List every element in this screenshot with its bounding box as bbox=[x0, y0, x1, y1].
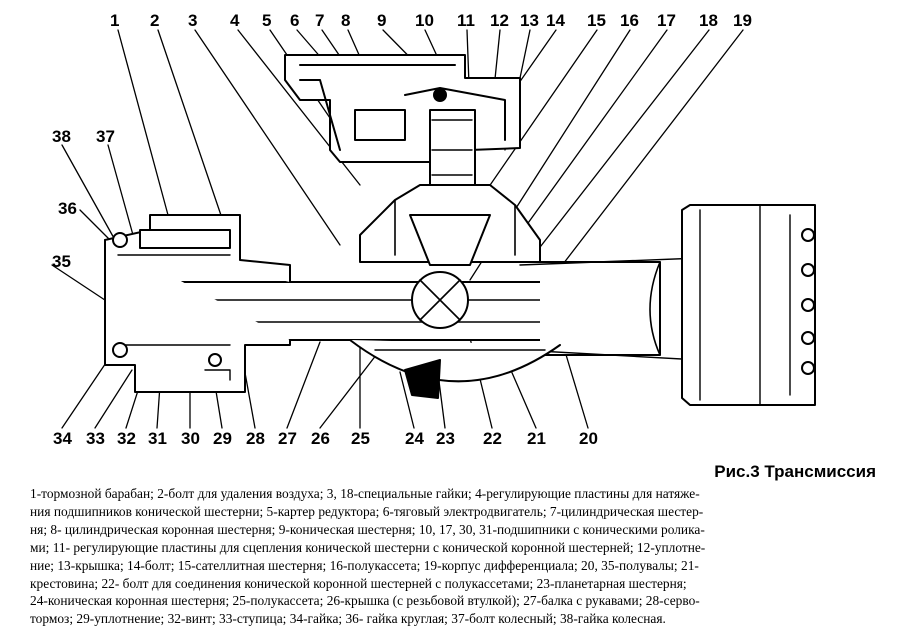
callout-4: 4 bbox=[230, 11, 240, 30]
callout-37: 37 bbox=[96, 127, 115, 146]
callout-21: 21 bbox=[527, 429, 546, 448]
callout-7: 7 bbox=[315, 11, 325, 30]
callout-9: 9 bbox=[377, 11, 387, 30]
parts-legend: 1-тормозной барабан; 2-болт для удаления… bbox=[30, 485, 878, 628]
callout-16: 16 bbox=[620, 11, 639, 30]
transmission-drawing: 1 2 3 4 5 6 7 8 9 10 11 12 13 14 15 16 1… bbox=[51, 11, 816, 448]
callout-35: 35 bbox=[52, 252, 71, 271]
callout-5: 5 bbox=[262, 11, 272, 30]
callout-33: 33 bbox=[86, 429, 105, 448]
callout-3: 3 bbox=[188, 11, 198, 30]
callout-30: 30 bbox=[181, 429, 200, 448]
callout-17: 17 bbox=[657, 11, 676, 30]
callout-28: 28 bbox=[246, 429, 265, 448]
callout-14: 14 bbox=[546, 11, 565, 30]
callout-2: 2 bbox=[150, 11, 160, 30]
callout-31: 31 bbox=[148, 429, 167, 448]
callout-13: 13 bbox=[520, 11, 539, 30]
callout-26: 26 bbox=[311, 429, 330, 448]
callout-27: 27 bbox=[278, 429, 297, 448]
transmission-section-drawing bbox=[51, 29, 816, 429]
legend-line: тормоз; 29-уплотнение; 32-винт; 33-ступи… bbox=[30, 611, 666, 627]
legend-line: ми; 11- регулирующие пластины для сцепле… bbox=[30, 539, 706, 555]
figure-caption: Рис.3 Трансмиссия bbox=[714, 462, 876, 481]
legend-line: 24-коническая коронная шестерня; 25-полу… bbox=[30, 593, 700, 609]
callout-18: 18 bbox=[699, 11, 718, 30]
legend-line: ния подшипников конической шестерни; 5-к… bbox=[30, 503, 704, 519]
legend-line: ние; 13-крышка; 14-болт; 15-сателлитная … bbox=[30, 557, 699, 573]
callout-29: 29 bbox=[213, 429, 232, 448]
callout-32: 32 bbox=[117, 429, 136, 448]
callout-11: 11 bbox=[457, 11, 475, 30]
legend-line: крестовина; 22- болт для соединения кони… bbox=[30, 575, 687, 591]
legend-line: 1-тормозной барабан; 2-болт для удаления… bbox=[30, 486, 700, 501]
callout-23: 23 bbox=[436, 429, 455, 448]
callout-1: 1 bbox=[110, 11, 120, 30]
callout-6: 6 bbox=[290, 11, 300, 30]
callout-20: 20 bbox=[579, 429, 598, 448]
callout-12: 12 bbox=[490, 11, 509, 30]
callout-19: 19 bbox=[733, 11, 752, 30]
callout-38: 38 bbox=[52, 127, 71, 146]
callout-25: 25 bbox=[351, 429, 370, 448]
callout-34: 34 bbox=[53, 429, 72, 448]
callout-36: 36 bbox=[58, 199, 77, 218]
callout-10: 10 bbox=[415, 11, 434, 30]
callout-8: 8 bbox=[341, 11, 351, 30]
callout-22: 22 bbox=[483, 429, 502, 448]
callout-15: 15 bbox=[587, 11, 606, 30]
callout-24: 24 bbox=[405, 429, 424, 448]
legend-line: ня; 8- цилиндрическая коронная шестерня;… bbox=[30, 521, 705, 537]
